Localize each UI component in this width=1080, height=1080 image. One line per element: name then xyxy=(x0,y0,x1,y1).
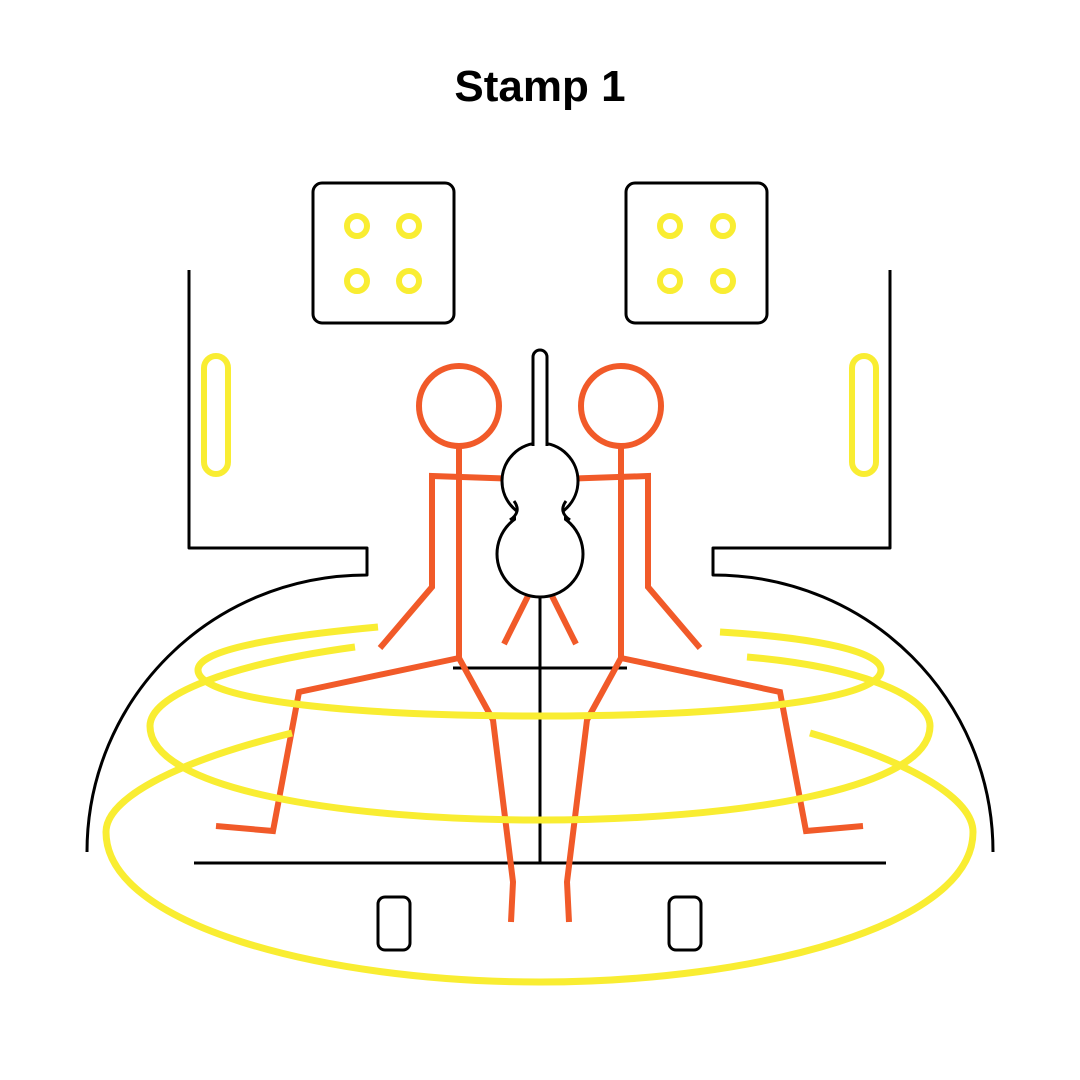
left-wall xyxy=(85,270,369,853)
left-figure-head xyxy=(416,363,502,449)
left-panel-dot-4 xyxy=(396,268,422,294)
left-panel-dot-1 xyxy=(344,213,370,239)
left-foot xyxy=(376,895,412,952)
left-figure-arm-inner xyxy=(501,594,531,646)
left-figure-leg-back xyxy=(215,655,460,835)
left-panel-dot-2 xyxy=(396,213,422,239)
right-figure-arm-inner xyxy=(549,594,579,646)
stamp-title: Stamp 1 xyxy=(454,62,626,111)
right-panel-dot-1 xyxy=(657,213,683,239)
left-figure-leg-front xyxy=(456,656,517,923)
gourd-waist-left xyxy=(509,500,519,522)
right-panel-dot-2 xyxy=(710,213,736,239)
right-slot xyxy=(849,353,879,477)
structure-outline xyxy=(85,181,995,952)
right-figure-head xyxy=(578,363,664,449)
right-foot xyxy=(667,895,703,952)
right-figure-leg-back xyxy=(620,655,864,835)
gourd-waist xyxy=(516,506,564,522)
gourd-neck xyxy=(531,348,549,456)
right-figure-leg-front xyxy=(563,656,624,923)
right-panel xyxy=(624,181,769,325)
figures xyxy=(215,363,864,923)
right-figure-arm-outer xyxy=(559,472,703,650)
middle-ring xyxy=(146,643,934,824)
left-figure-arm-outer xyxy=(377,472,521,650)
right-wall xyxy=(711,270,995,853)
right-panel-dot-3 xyxy=(657,268,683,294)
left-slot xyxy=(201,353,231,477)
central-gourd xyxy=(495,348,585,599)
gourd-neck-cover xyxy=(534,440,546,456)
yellow-details xyxy=(201,213,879,477)
rings xyxy=(102,623,977,986)
gourd-waist-right xyxy=(561,500,571,522)
gourd-lower-bulb xyxy=(495,509,585,599)
left-panel xyxy=(311,181,456,325)
left-panel-dot-3 xyxy=(344,268,370,294)
top-ring xyxy=(194,623,885,720)
right-panel-dot-4 xyxy=(710,268,736,294)
bottom-ring xyxy=(102,729,977,986)
